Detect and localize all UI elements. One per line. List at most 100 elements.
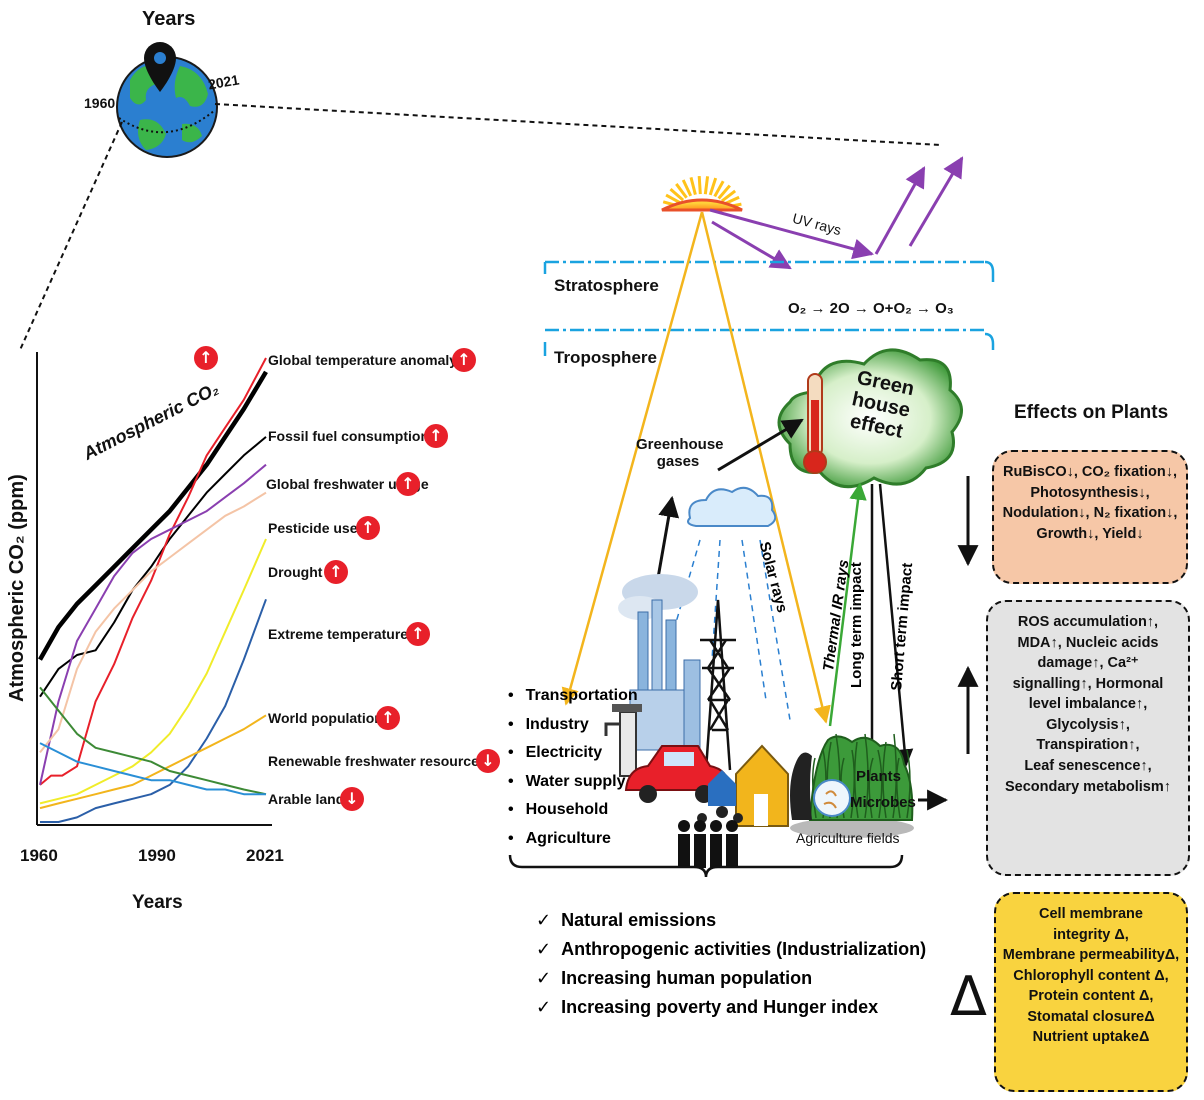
people-icon <box>678 820 738 868</box>
x-tick-2021: 2021 <box>246 846 284 865</box>
globe-start-year: 1960 <box>84 95 116 111</box>
solar-rays-arrows <box>561 211 831 724</box>
x-tick-1960: 1960 <box>20 846 58 865</box>
effect-line: Cell membrane <box>1039 906 1143 922</box>
effect-line: level imbalance↑, <box>1028 696 1148 713</box>
location-pin-icon <box>144 42 176 92</box>
drivers-list: Natural emissions Anthropogenic activiti… <box>536 906 926 1022</box>
globe-zoom-line-right <box>214 103 941 146</box>
effects-title: Effects on Plants <box>1014 402 1169 423</box>
list-item: Electricity <box>508 739 638 768</box>
power-tower-icon <box>700 599 736 771</box>
agriculture-fields-label: Agriculture fields <box>796 830 900 846</box>
agriculture-field-icon <box>790 733 914 838</box>
list-item: Agriculture <box>508 825 638 854</box>
effect-line: Leaf senescence↑, <box>1024 758 1152 775</box>
series-line-world-population <box>39 714 267 810</box>
list-item: Anthropogenic activities (Industrializat… <box>536 935 926 964</box>
x-tick-1990: 1990 <box>138 846 176 865</box>
legend-label: Extreme temperatures <box>268 626 416 642</box>
effect-line: signalling↑, Hormonal <box>1012 675 1164 692</box>
increase-effects-box: ROS accumulation↑, MDA↑, Nucleic acids d… <box>986 600 1190 876</box>
gases-to-greenhouse-arrow <box>717 418 804 472</box>
effect-line: Growth↓, Yield↓ <box>1036 525 1144 542</box>
chart-y-label: Atmospheric CO₂ (ppm) <box>6 474 28 702</box>
long-term-impact-label: Long term impact <box>848 562 865 688</box>
globe-title: Years <box>142 8 196 30</box>
uv-rays-arrows <box>709 156 964 270</box>
trend-down-icon: ↓ <box>340 787 364 811</box>
effect-line: ROS accumulation↑, <box>1017 614 1159 630</box>
series-line-global-temperature-anomaly <box>39 357 267 786</box>
effect-line: Stomatal closureΔ <box>1027 1008 1155 1025</box>
legend-label: Drought <box>268 564 323 580</box>
trend-up-icon: ↑ <box>376 706 400 730</box>
chart-x-label: Years <box>132 892 183 913</box>
effect-line: MDA↑, Nucleic acids <box>1017 634 1159 651</box>
emissions-up-arrow <box>656 495 680 579</box>
effect-line: Nutrient uptakeΔ <box>1032 1029 1150 1046</box>
car-icon <box>624 745 730 803</box>
legend-label: Fossil fuel consumption <box>268 428 430 444</box>
chart-series-layer <box>38 357 268 823</box>
stratosphere-label: Stratosphere <box>554 276 659 295</box>
globe-icon <box>116 42 218 158</box>
effect-line: damage↑, Ca²⁺ <box>1037 655 1139 672</box>
trend-up-icon: ↑ <box>324 560 348 584</box>
decrease-effects-box: RuBisCO↓, CO₂ fixation↓, Photosynthesis↓… <box>992 450 1188 584</box>
legend-label: Global temperature anomaly <box>268 352 458 368</box>
series-line-global-freshwater-usage <box>39 463 267 786</box>
stratosphere-boundary <box>543 260 995 332</box>
legend-label: Pesticide use <box>268 520 358 536</box>
troposphere-label: Troposphere <box>554 348 657 367</box>
legend-label: Arable land <box>268 791 345 807</box>
list-item: Industry <box>508 711 638 740</box>
greenhouse-gases-label: Greenhouse gases <box>636 436 724 471</box>
legend-label: World population <box>268 710 383 726</box>
list-item: Natural emissions <box>536 906 926 935</box>
series-line-renewable-freshwater-resources <box>39 686 267 796</box>
list-item: Water supply <box>508 768 638 797</box>
trend-up-icon: ↑ <box>396 472 420 496</box>
troposphere-boundary <box>543 332 995 356</box>
list-item: Transportation <box>508 682 638 711</box>
thermal-ir-arrow <box>828 482 867 727</box>
gas-cloud-icon <box>687 486 777 527</box>
effect-line: Chlorophyll content Δ, <box>1013 967 1169 984</box>
emission-sources-list: Transportation Industry Electricity Wate… <box>508 682 638 853</box>
change-effects-box: Cell membrane integrity Δ, Membrane perm… <box>994 892 1188 1092</box>
globe-zoom-line-left <box>19 121 123 351</box>
microbes-icon <box>813 779 851 817</box>
plants-label: Plants <box>856 768 902 785</box>
trend-up-icon: ↑ <box>356 516 380 540</box>
effect-line: RuBisCO↓, CO₂ fixation↓, <box>1002 464 1177 480</box>
effect-line: Glycolysis↑, <box>1046 716 1130 733</box>
effect-line: Protein content Δ, <box>1028 988 1154 1005</box>
effect-line: Transpiration↑, <box>1036 737 1140 754</box>
series-line-arable-land <box>39 742 266 796</box>
trend-up-icon: ↑ <box>424 424 448 448</box>
sources-brace <box>508 854 904 878</box>
short-term-impact-arrow <box>878 483 914 767</box>
series-line-atmospheric-co- <box>38 370 268 661</box>
effect-line: Membrane permeabilityΔ, <box>1002 947 1180 964</box>
series-line-drought <box>39 538 267 805</box>
effect-line: integrity Δ, <box>1053 926 1129 943</box>
effect-line: Nodulation↓, N₂ fixation↓, <box>1002 505 1178 522</box>
list-item: Increasing poverty and Hunger index <box>536 993 926 1022</box>
effect-line: Photosynthesis↓, <box>1030 484 1150 501</box>
list-item: Increasing human population <box>536 964 926 993</box>
legend-label: Global freshwater usage <box>266 476 429 492</box>
microbes-label: Microbes <box>850 794 916 811</box>
sun-icon <box>661 175 743 212</box>
effect-line: Secondary metabolism↑ <box>1005 778 1171 795</box>
change-symbol-icon: Δ <box>950 965 987 1028</box>
trend-up-icon: ↑ <box>194 346 218 370</box>
ozone-reaction: O₂ → 2O → O+O₂ → O₃ <box>788 300 954 317</box>
trend-down-icon: ↓ <box>476 749 500 773</box>
trend-up-icon: ↑ <box>452 348 476 372</box>
industry-icon <box>618 574 701 751</box>
legend-label: Renewable freshwater resources <box>268 753 487 769</box>
house-icon <box>697 744 789 827</box>
